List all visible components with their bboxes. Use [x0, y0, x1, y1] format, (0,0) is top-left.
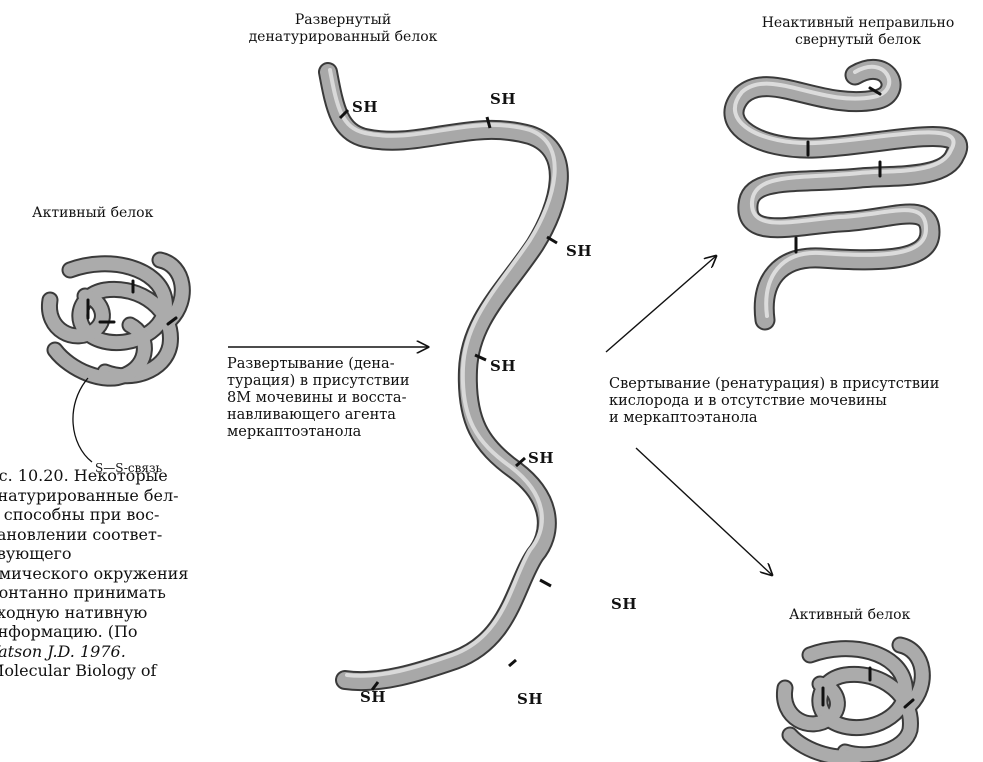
sh-label: SH	[611, 595, 637, 613]
sh-label: SH	[490, 90, 516, 108]
denaturation-note-line: турация) в присутствии	[227, 373, 410, 390]
caption-line: ис. 10.20. Некоторые	[0, 466, 188, 486]
active-protein-right-label: Активный белок	[789, 607, 910, 624]
unfolded-title-line-1: Развернутый	[248, 12, 438, 29]
caption-line: Molecular Biology of	[0, 661, 188, 681]
caption-line: твующего	[0, 544, 188, 564]
caption-line: енатурированные бел-	[0, 486, 188, 506]
sh-label: SH	[566, 242, 592, 260]
unfolded-protein-title: Развернутый денатурированный белок	[248, 12, 438, 46]
renaturation-note-line: Свертывание (ренатурация) в присутствии	[609, 376, 939, 393]
caption-line: понтанно принимать	[0, 583, 188, 603]
figure-caption: ис. 10.20. Некоторые енатурированные бел…	[0, 466, 188, 681]
renaturation-note-line: кислорода и в отсутствие мочевины	[609, 393, 939, 410]
misfolded-title-line-2: свернутый белок	[738, 32, 978, 49]
caption-line: имического окружения	[0, 564, 188, 584]
ss-bond-leader	[73, 378, 92, 462]
sh-label: SH	[517, 690, 543, 708]
sh-label: SH	[360, 688, 386, 706]
sh-label: SH	[490, 357, 516, 375]
misfolded-protein-title: Неактивный неправильно свернутый белок	[738, 15, 978, 49]
denaturation-note: Развертывание (дена- турация) в присутст…	[227, 356, 410, 441]
active-protein-left-label: Активный белок	[32, 205, 153, 222]
denaturation-note-line: Развертывание (дена-	[227, 356, 410, 373]
misfold-arrow	[606, 256, 716, 352]
caption-line: онформацию. (По	[0, 622, 188, 642]
caption-line: Vatson J.D. 1976.	[0, 642, 188, 662]
refold-arrow	[636, 448, 772, 575]
renaturation-note-line: и меркаптоэтанола	[609, 410, 939, 427]
active-protein-right	[784, 645, 922, 757]
caption-line: сходную нативную	[0, 603, 188, 623]
misfolded-protein	[734, 67, 958, 320]
denaturation-note-line: меркаптоэтанола	[227, 424, 410, 441]
caption-line: тановлении соответ-	[0, 525, 188, 545]
caption-line: и способны при вос-	[0, 505, 188, 525]
unfolded-title-line-2: денатурированный белок	[248, 29, 438, 46]
misfolded-title-line-1: Неактивный неправильно	[738, 15, 978, 32]
sh-label: SH	[528, 449, 554, 467]
sh-label: SH	[352, 98, 378, 116]
denaturation-note-line: навливающего агента	[227, 407, 410, 424]
active-protein-left	[49, 260, 182, 378]
denaturation-note-line: 8М мочевины и восста-	[227, 390, 410, 407]
renaturation-note: Свертывание (ренатурация) в присутствии …	[609, 376, 939, 427]
